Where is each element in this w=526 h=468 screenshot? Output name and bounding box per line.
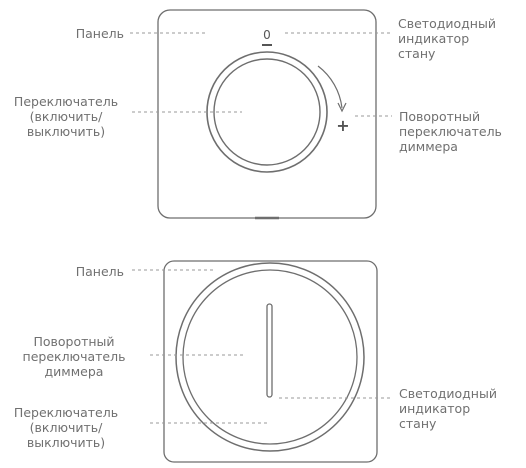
top-switch-label: Переключатель (включить/ выключить) xyxy=(13,94,119,139)
top-dial-inner-ring xyxy=(213,58,321,166)
top-dimmer-label: Поворотный переключатель диммера xyxy=(399,109,502,154)
bottom-device xyxy=(163,260,378,463)
rotation-arrow-icon xyxy=(317,65,343,109)
bottom-dimmer-label: Поворотный переключатель диммера xyxy=(22,334,126,379)
top-device: 0 + xyxy=(157,9,377,220)
top-panel-label: Панель xyxy=(75,26,124,41)
bottom-led-label: Светодиодный индикатор стану xyxy=(399,386,497,431)
top-leader-lines xyxy=(130,32,392,117)
bottom-led-indicator xyxy=(266,303,273,398)
bottom-switch-label: Переключатель (включить/ выключить) xyxy=(13,405,119,450)
top-plus-glyph: + xyxy=(336,116,349,135)
rotation-arrowhead-icon xyxy=(337,102,347,113)
top-off-glyph: 0 xyxy=(263,28,271,42)
bottom-panel-label: Панель xyxy=(75,264,124,279)
top-led-label: Светодиодный индикатор стану xyxy=(398,16,496,61)
bottom-leader-lines xyxy=(132,269,393,424)
